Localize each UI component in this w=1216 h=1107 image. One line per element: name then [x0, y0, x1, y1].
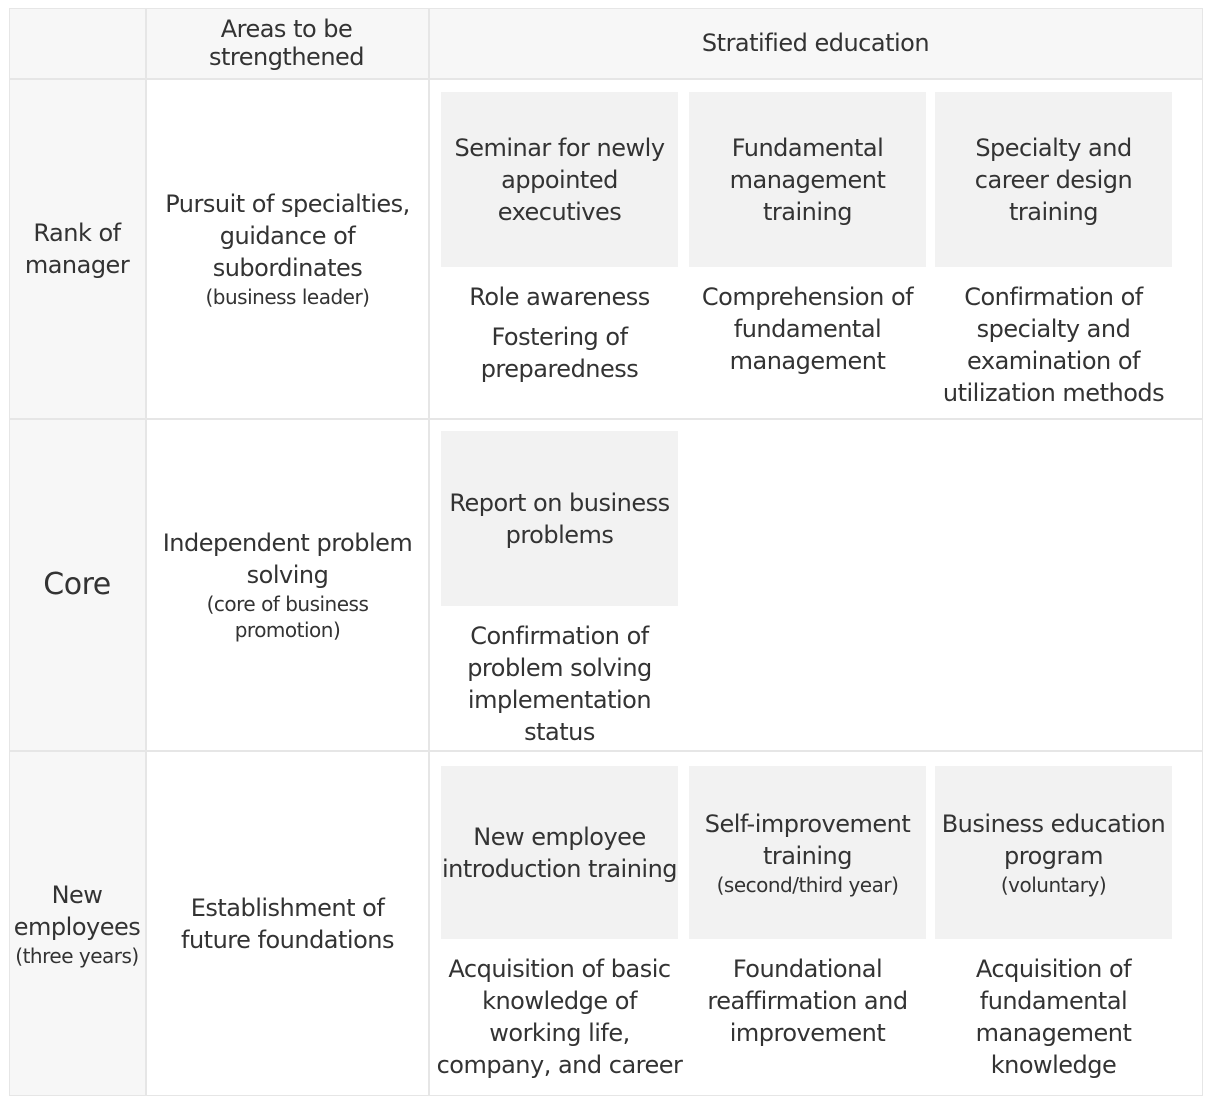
description-line: Foundational reaffirmation and improveme…	[707, 955, 908, 1047]
rank-sub: (three years)	[15, 943, 139, 968]
area-cell: Establishment of future foundations	[147, 752, 428, 1095]
description-line: Comprehension of fundamental management	[701, 283, 914, 375]
program-title: Fundamental management training	[729, 133, 886, 226]
area-label: Independent problem solving	[162, 529, 413, 589]
program-description: Confirmation of problem solving implemen…	[433, 620, 686, 748]
area-label: Pursuit of specialties, guidance of subo…	[165, 190, 410, 282]
program-description: Comprehension of fundamental management	[681, 281, 934, 377]
area-cell: Independent problem solving (core of bus…	[147, 420, 428, 750]
program-title: Self-improvement training	[704, 809, 911, 870]
rank-cell: Rank of manager	[9, 80, 145, 418]
rank-label: New employees	[13, 880, 141, 941]
program-title: New employee introduction training	[441, 822, 678, 883]
header-stratified-education: Stratified education	[701, 29, 930, 57]
area-label: Establishment of future foundations	[181, 893, 395, 954]
rank-cell: New employees (three years)	[9, 752, 145, 1095]
description-line: Role awareness	[469, 283, 650, 311]
program-title: Seminar for newly appointed executives	[454, 133, 665, 226]
area-sub: (business leader)	[205, 285, 370, 309]
program-box: Specialty and career design training	[935, 92, 1172, 267]
program-box: Self-improvement training (second/third …	[689, 766, 926, 939]
program-title: Business education program	[941, 809, 1166, 870]
program-box: Seminar for newly appointed executives	[441, 92, 678, 267]
rank-column	[9, 78, 145, 1095]
area-sub: (core of business promotion)	[206, 592, 369, 642]
program-title: Specialty and career design training	[974, 133, 1133, 226]
program-box: New employee introduction training	[441, 766, 678, 939]
description-line: Confirmation of problem solving implemen…	[467, 622, 652, 746]
program-box: Fundamental management training	[689, 92, 926, 267]
program-box: Report on business problems	[441, 431, 678, 606]
rank-cell: Core	[9, 420, 145, 750]
program-box: Business education program (voluntary)	[935, 766, 1172, 939]
program-sub: (voluntary)	[1000, 872, 1107, 897]
program-description: Acquisition of fundamental management kn…	[927, 953, 1180, 1081]
program-description: Confirmation of specialty and examinatio…	[927, 281, 1180, 409]
description-line: Acquisition of fundamental management kn…	[975, 955, 1132, 1079]
header-areas: Areas to be strengthened	[208, 15, 365, 71]
program-sub: (second/third year)	[716, 872, 899, 897]
program-description: Acquisition of basic knowledge of workin…	[433, 953, 686, 1081]
description-line: Confirmation of specialty and examinatio…	[942, 283, 1165, 407]
description-line: Fostering of preparedness	[480, 323, 639, 383]
program-title: Report on business problems	[449, 488, 670, 549]
rank-label: Core	[43, 567, 111, 602]
description-line: Acquisition of basic knowledge of workin…	[436, 955, 683, 1079]
header-row	[9, 8, 1203, 78]
rank-label: Rank of manager	[24, 219, 130, 279]
program-description: Foundational reaffirmation and improveme…	[681, 953, 934, 1049]
area-cell: Pursuit of specialties, guidance of subo…	[147, 80, 428, 418]
